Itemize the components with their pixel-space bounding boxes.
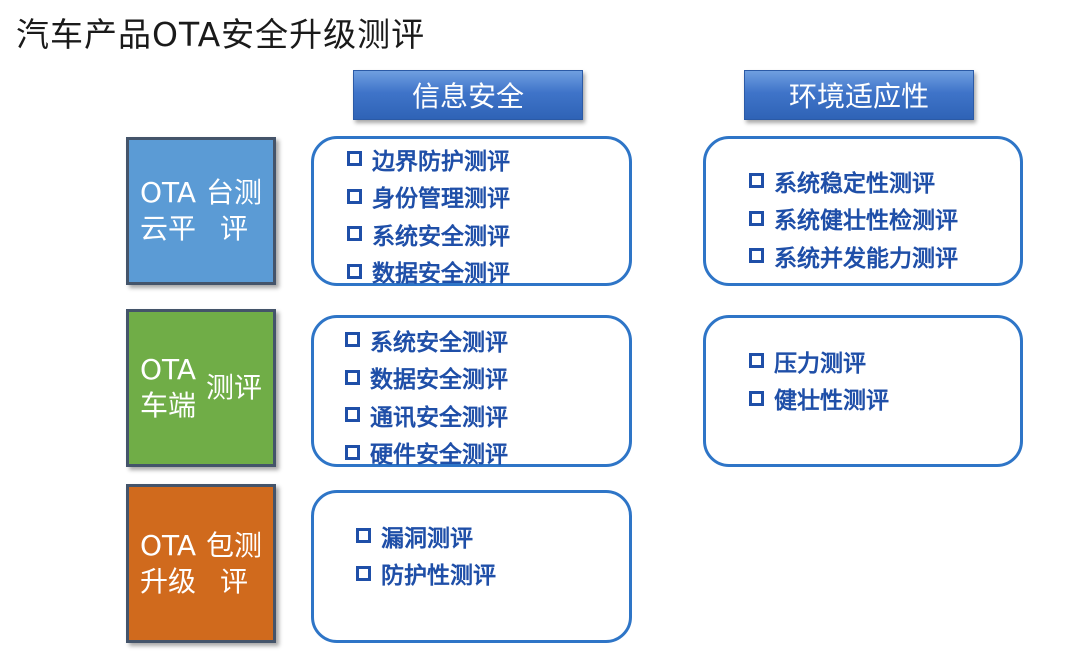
item-label: 数据安全测评 bbox=[372, 261, 510, 288]
hollow-square-icon bbox=[749, 210, 764, 226]
row-label-vehicle-side: OTA车端 测评 bbox=[126, 309, 276, 467]
info-security-box-cloud: 边界防护测评 身份管理测评 系统安全测评 数据安全测评 bbox=[311, 136, 632, 287]
hollow-square-icon bbox=[347, 226, 362, 242]
environment-box-vehicle: 压力测评 健壮性测评 bbox=[703, 315, 1023, 467]
hollow-square-icon bbox=[345, 407, 360, 423]
hollow-square-icon bbox=[347, 263, 362, 279]
item-label: 漏洞测评 bbox=[381, 525, 473, 552]
item-label: 系统并发能力测评 bbox=[774, 245, 958, 272]
row-label-cloud-platform: OTA云平 台测评 bbox=[126, 137, 276, 285]
hollow-square-icon bbox=[345, 332, 360, 348]
row-label-line: 测评 bbox=[205, 371, 262, 404]
row-label-upgrade-package: OTA升级 包测评 bbox=[126, 484, 276, 643]
row-label-line: OTA车端 bbox=[139, 353, 197, 422]
item-label: 硬件安全测评 bbox=[370, 442, 508, 469]
list-item: 健壮性测评 bbox=[749, 380, 889, 418]
list-item: 边界防护测评 bbox=[347, 140, 510, 178]
row-label-line: 台测评 bbox=[205, 176, 262, 245]
hollow-square-icon bbox=[347, 151, 362, 167]
column-header-environment: 环境适应性 bbox=[744, 70, 974, 120]
list-item: 身份管理测评 bbox=[347, 178, 510, 216]
hollow-square-icon bbox=[749, 390, 764, 406]
item-label: 边界防护测评 bbox=[372, 148, 510, 175]
list-item: 系统健壮性检测评 bbox=[749, 200, 958, 238]
info-security-box-package: 漏洞测评 防护性测评 bbox=[311, 490, 632, 643]
hollow-square-icon bbox=[356, 565, 371, 581]
item-label: 系统安全测评 bbox=[370, 329, 508, 356]
item-label: 防护性测评 bbox=[381, 563, 496, 590]
item-label: 身份管理测评 bbox=[372, 186, 510, 213]
page-title: 汽车产品OTA安全升级测评 bbox=[16, 15, 426, 54]
list-item: 数据安全测评 bbox=[347, 253, 510, 291]
list-item: 数据安全测评 bbox=[345, 359, 508, 397]
hollow-square-icon bbox=[345, 444, 360, 460]
item-label: 压力测评 bbox=[774, 350, 866, 377]
item-label: 系统安全测评 bbox=[372, 223, 510, 250]
list-item: 防护性测评 bbox=[356, 555, 496, 593]
row-label-line: 包测评 bbox=[205, 528, 262, 598]
hollow-square-icon bbox=[345, 369, 360, 385]
hollow-square-icon bbox=[347, 188, 362, 204]
item-label: 系统健壮性检测评 bbox=[774, 208, 958, 235]
list-item: 通讯安全测评 bbox=[345, 396, 508, 434]
column-header-info-security: 信息安全 bbox=[353, 70, 583, 120]
item-label: 通讯安全测评 bbox=[370, 404, 508, 431]
environment-box-cloud: 系统稳定性测评 系统健壮性检测评 系统并发能力测评 bbox=[703, 136, 1023, 286]
list-item: 硬件安全测评 bbox=[345, 434, 508, 472]
hollow-square-icon bbox=[749, 248, 764, 264]
item-label: 系统稳定性测评 bbox=[774, 170, 935, 197]
row-label-line: OTA升级 bbox=[139, 528, 197, 598]
row-label-line: OTA云平 bbox=[139, 176, 197, 245]
list-item: 系统安全测评 bbox=[345, 321, 508, 359]
list-item: 系统安全测评 bbox=[347, 215, 510, 253]
list-item: 压力测评 bbox=[749, 342, 889, 380]
item-label: 数据安全测评 bbox=[370, 367, 508, 394]
hollow-square-icon bbox=[749, 173, 764, 189]
list-item: 系统稳定性测评 bbox=[749, 162, 958, 200]
hollow-square-icon bbox=[356, 528, 371, 544]
list-item: 漏洞测评 bbox=[356, 517, 496, 555]
hollow-square-icon bbox=[749, 353, 764, 369]
item-label: 健壮性测评 bbox=[774, 388, 889, 415]
info-security-box-vehicle: 系统安全测评 数据安全测评 通讯安全测评 硬件安全测评 bbox=[311, 315, 632, 468]
list-item: 系统并发能力测评 bbox=[749, 237, 958, 275]
